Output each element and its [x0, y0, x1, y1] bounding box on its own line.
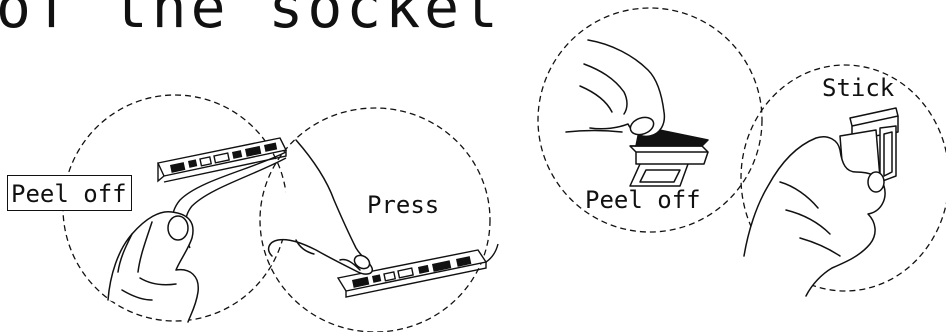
label-peel-off-left: Peel off [7, 175, 132, 211]
label-stick: Stick [822, 76, 894, 100]
hand-peel-right [566, 40, 664, 138]
label-press: Press [367, 193, 439, 217]
hand-press [269, 140, 373, 274]
label-peel-off-right: Peel off [585, 188, 701, 212]
hand-left [108, 212, 198, 322]
page-title: of the socket [0, 0, 502, 36]
